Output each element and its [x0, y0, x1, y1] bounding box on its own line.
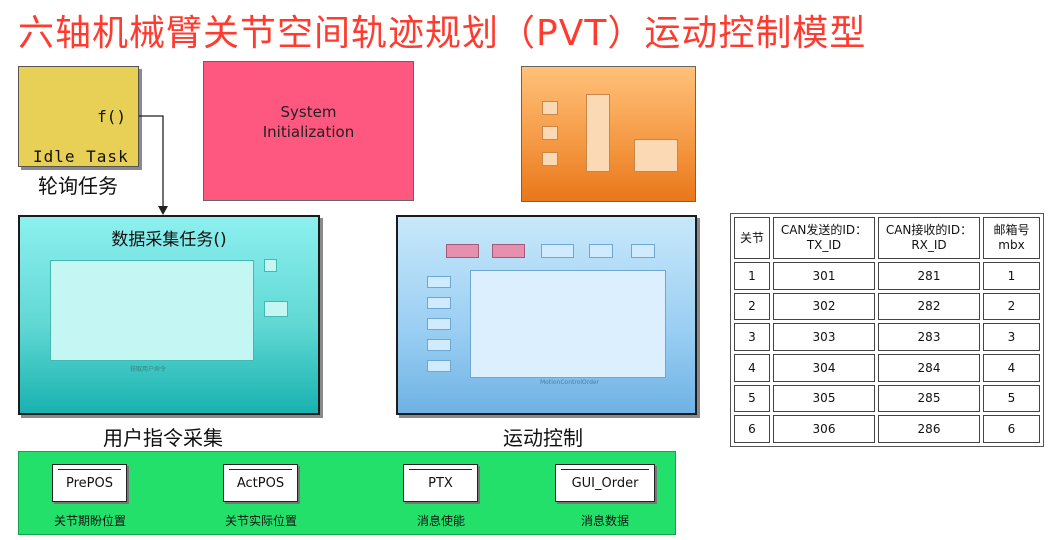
motion-inner-subsystem — [470, 270, 666, 378]
table-row: 5 305 285 5 — [734, 384, 1040, 413]
data-store-label: 关节期盼位置 — [53, 514, 126, 528]
table-cell: 302 — [773, 292, 875, 321]
motion-top-port-4 — [589, 244, 613, 258]
data-store-name: GUI_Order — [571, 475, 639, 491]
idle-task-caption: 轮询任务 — [38, 174, 118, 198]
data-store-ptx[interactable]: PTX — [403, 464, 478, 502]
data-task-caption: 用户指令采集 — [103, 426, 223, 450]
arrow-head-icon — [158, 206, 168, 215]
table-cell: 6 — [734, 415, 770, 443]
table-row: 6 306 286 6 — [734, 415, 1040, 443]
data-store-name: ActPOS — [236, 475, 285, 491]
table-cell: 5 — [983, 384, 1040, 413]
idle-task-label: Idle Task — [33, 147, 129, 166]
data-store-name: PTX — [428, 475, 453, 491]
data-output-port — [264, 301, 288, 317]
table-cell: 285 — [878, 384, 980, 413]
table-cell: 284 — [878, 353, 980, 382]
orange-mux-block — [586, 94, 610, 172]
function-call-port: f() — [97, 107, 126, 126]
table-header-cell: 邮箱号mbx — [983, 217, 1040, 259]
motion-input-port-2 — [427, 297, 451, 309]
data-small-port — [264, 259, 277, 272]
system-init-label-line1: System — [280, 103, 337, 121]
table-cell: 2 — [734, 292, 770, 321]
table-cell: 4 — [983, 353, 1040, 382]
orange-input-port-2 — [542, 126, 558, 140]
table-cell: 281 — [878, 262, 980, 290]
table-cell: 286 — [878, 415, 980, 443]
orange-subsystem-block[interactable] — [521, 66, 696, 202]
table-cell: 4 — [734, 353, 770, 382]
table-header-cell: 关节 — [734, 217, 770, 259]
table-cell: 301 — [773, 262, 875, 290]
data-store-label: 消息数据 — [580, 514, 629, 528]
motion-control-block[interactable]: MotionControlOrder — [396, 215, 697, 415]
system-initialization-block[interactable]: System Initialization — [203, 61, 414, 201]
motion-input-port-1 — [427, 276, 451, 288]
motion-top-port-1 — [446, 244, 479, 258]
data-inner-subsystem — [50, 260, 254, 361]
table-cell: 2 — [983, 292, 1040, 321]
motion-input-port-3 — [427, 318, 451, 330]
table-row: 2 302 282 2 — [734, 292, 1040, 321]
data-store-actual-position[interactable]: ActPOS — [223, 464, 298, 502]
table-cell: 1 — [734, 262, 770, 290]
page-title: 六轴机械臂关节空间轨迹规划（PVT）运动控制模型 — [18, 13, 867, 54]
orange-output-block — [634, 139, 678, 172]
table-header-cell: CAN接收的ID：RX_ID — [878, 217, 980, 259]
table-row: 4 304 284 4 — [734, 353, 1040, 382]
table-header-row: 关节 CAN发送的ID：TX_ID CAN接收的ID：RX_ID 邮箱号mbx — [734, 217, 1040, 259]
table-cell: 304 — [773, 353, 875, 382]
data-inner-label: 获取用户命令 — [130, 366, 167, 373]
data-store-label: 关节实际位置 — [224, 514, 297, 528]
motion-caption: 运动控制 — [503, 426, 583, 450]
data-task-title: 数据采集任务() — [111, 230, 227, 250]
table-cell: 303 — [773, 323, 875, 351]
motion-top-port-5 — [631, 244, 655, 258]
orange-input-port-3 — [542, 152, 558, 166]
table-row: 1 301 281 1 — [734, 262, 1040, 290]
table-cell: 306 — [773, 415, 875, 443]
table-cell: 283 — [878, 323, 980, 351]
motion-input-port-5 — [427, 360, 451, 372]
motion-inner-label: MotionControlOrder — [540, 379, 600, 386]
motion-input-port-4 — [427, 339, 451, 351]
can-id-table: 关节 CAN发送的ID：TX_ID CAN接收的ID：RX_ID 邮箱号mbx … — [730, 213, 1044, 447]
orange-input-port-1 — [542, 101, 558, 115]
table-row: 3 303 283 3 — [734, 323, 1040, 351]
motion-top-port-3 — [541, 244, 574, 258]
data-acquisition-task-block[interactable]: 数据采集任务() 获取用户命令 — [18, 215, 320, 415]
motion-top-port-2 — [492, 244, 525, 258]
system-init-label-line2: Initialization — [262, 123, 355, 141]
table-cell: 3 — [983, 323, 1040, 351]
table-cell: 1 — [983, 262, 1040, 290]
data-store-gui-order[interactable]: GUI_Order — [555, 464, 655, 502]
table-cell: 5 — [734, 384, 770, 413]
table-header-cell: CAN发送的ID：TX_ID — [773, 217, 875, 259]
data-store-strip: PrePOS 关节期盼位置 ActPOS 关节实际位置 PTX 消息使能 GUI… — [18, 451, 676, 535]
table-cell: 6 — [983, 415, 1040, 443]
table-cell: 282 — [878, 292, 980, 321]
table-cell: 3 — [734, 323, 770, 351]
function-call-line — [139, 115, 164, 208]
idle-task-block[interactable]: f() Idle Task — [18, 66, 139, 167]
data-store-label: 消息使能 — [416, 514, 465, 528]
table-cell: 305 — [773, 384, 875, 413]
data-store-name: PrePOS — [66, 475, 113, 491]
data-store-preposition[interactable]: PrePOS — [52, 464, 127, 502]
